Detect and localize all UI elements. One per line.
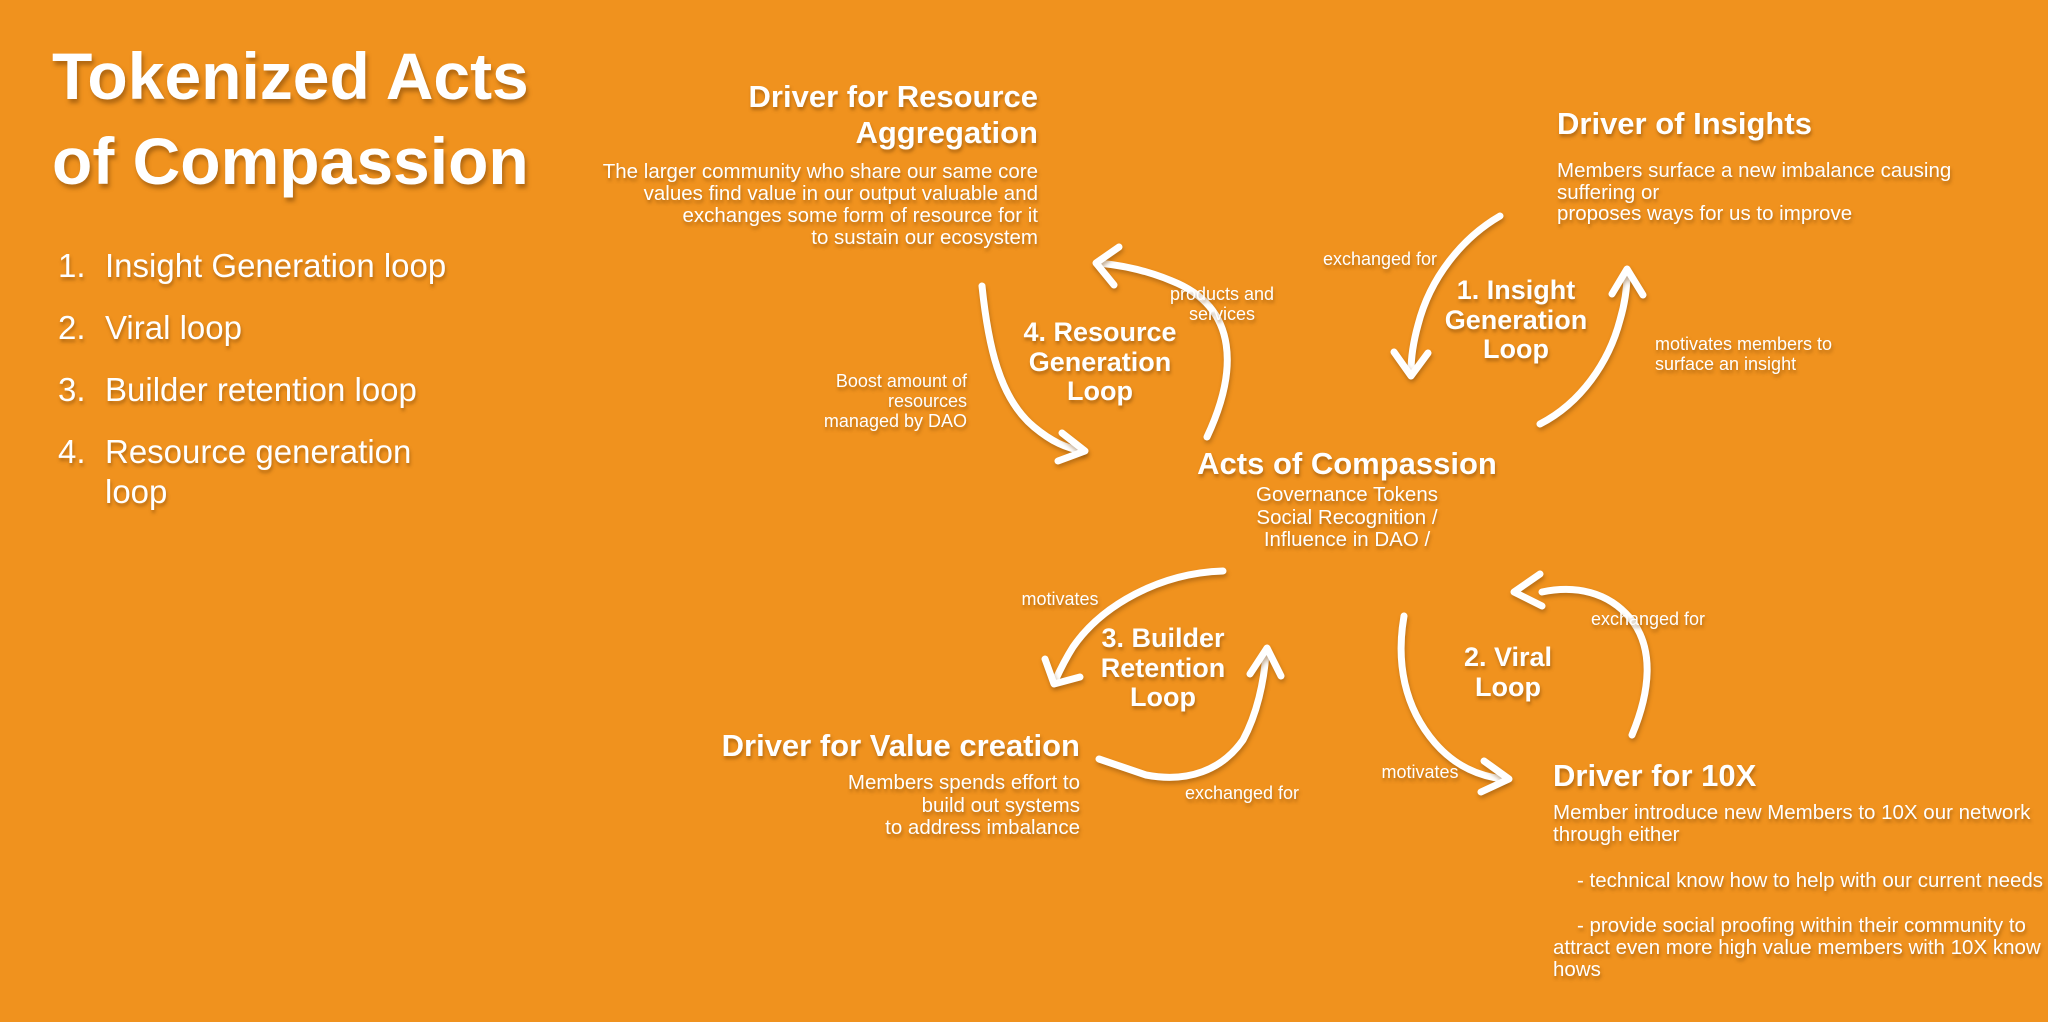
node-driver-value-creation-body: Members spends effort to build out syste… <box>847 771 1080 839</box>
node-driver-resource-aggregation-body: The larger community who share our same … <box>602 160 1038 249</box>
loop4-products-services-label: products and services <box>1169 284 1275 324</box>
legend-item-3-label: Builder retention loop <box>105 371 417 408</box>
legend-item-1-number: 1. <box>58 247 86 284</box>
legend-item-2: 2. Viral loop <box>58 308 528 348</box>
node-driver-of-insights-title: Driver of Insights <box>1557 106 1812 141</box>
node-driver-for-10x-intro: Member introduce new Members to 10X our … <box>1553 801 2031 846</box>
legend-item-1: 1. Insight Generation loop <box>58 246 528 286</box>
node-driver-resource-aggregation-title: Driver for Resource Aggregation <box>748 79 1038 150</box>
node-driver-for-10x-bullet-1: - technical know how to help with our cu… <box>1577 869 2044 892</box>
loop1-insight-generation-label: 1. Insight Generation Loop <box>1444 275 1588 364</box>
loop2-down-arrowhead <box>1477 757 1513 796</box>
loop2-exchanged-for-label: exchanged for <box>1590 609 1706 629</box>
loop3-exchanged-for-label: exchanged for <box>1184 783 1300 803</box>
loop2-motivates-label: motivates <box>1381 762 1459 782</box>
node-driver-resource-aggregation: Driver for Resource Aggregation The larg… <box>560 79 1038 249</box>
loop4-boost-resources-label: Boost amount of resources managed by DAO <box>823 371 967 431</box>
legend-item-2-number: 2. <box>58 309 86 346</box>
loop3-builder-retention-label: 3. Builder Retention Loop <box>1100 623 1226 712</box>
loop4-resource-generation-label: 4. Resource Generation Loop <box>1023 317 1177 406</box>
legend-item-1-label: Insight Generation loop <box>105 247 447 284</box>
loop-legend: 1. Insight Generation loop 2. Viral loop… <box>58 246 528 534</box>
node-acts-of-compassion: Acts of Compassion Governance Tokens Soc… <box>1145 446 1549 552</box>
node-driver-value-creation-title: Driver for Value creation <box>721 728 1080 763</box>
node-driver-value-creation: Driver for Value creation Members spends… <box>660 728 1080 840</box>
node-acts-of-compassion-body: Governance Tokens Social Recognition / I… <box>1256 483 1438 551</box>
node-driver-for-10x-title: Driver for 10X <box>1553 758 1757 793</box>
legend-item-4-number: 4. <box>58 433 86 470</box>
legend-item-3-number: 3. <box>58 371 86 408</box>
node-acts-of-compassion-title: Acts of Compassion <box>1197 446 1497 481</box>
page-title: Tokenized Acts of Compassion <box>52 39 529 198</box>
node-driver-for-10x-bullet-2: - provide social proofing within their c… <box>1553 914 2041 981</box>
loop1-up-arrowhead <box>1608 265 1647 299</box>
loop2-up-arrowhead <box>1510 570 1546 610</box>
legend-item-2-label: Viral loop <box>105 309 242 346</box>
loop3-motivates-label: motivates <box>1021 589 1099 609</box>
loop1-motivates-label: motivates members to surface an insight <box>1655 334 1833 374</box>
loop1-exchanged-for-label: exchanged for <box>1322 249 1438 269</box>
legend-item-4: 4. Resource generation loop <box>58 432 528 512</box>
legend-item-3: 3. Builder retention loop <box>58 370 528 410</box>
node-driver-for-10x: Driver for 10X Member introduce new Memb… <box>1553 758 2045 981</box>
legend-item-4-label: Resource generation loop <box>105 433 412 510</box>
node-driver-of-insights-body: Members surface a new imbalance causing … <box>1557 159 1952 225</box>
node-driver-of-insights: Driver of Insights Members surface a new… <box>1557 106 2027 225</box>
loop4-down-arrowhead <box>1054 429 1089 465</box>
loop2-viral-label: 2. Viral Loop <box>1463 642 1553 702</box>
loop4-up-arrowhead <box>1092 243 1123 289</box>
